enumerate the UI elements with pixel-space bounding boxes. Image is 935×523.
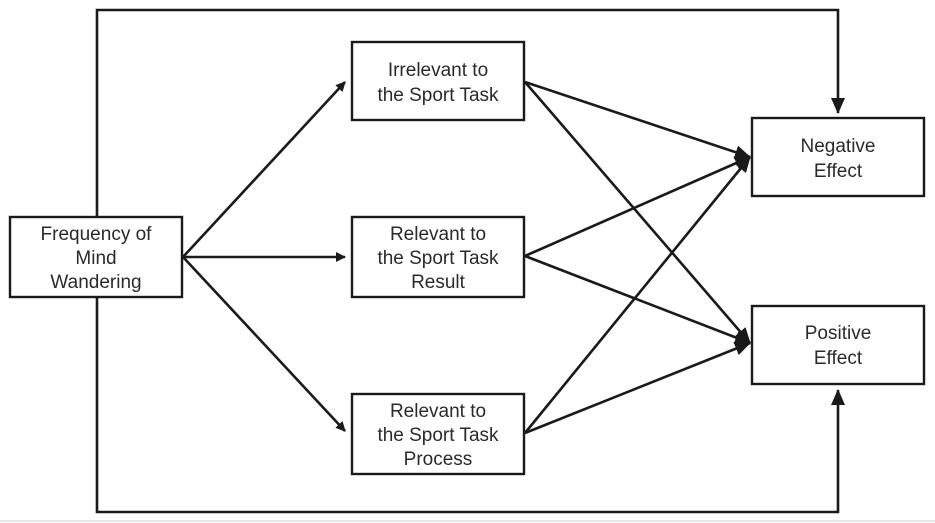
- node-process-line-1: Relevant to: [390, 401, 486, 422]
- node-negative-line-2: Effect: [814, 161, 863, 182]
- edge-irrelevant-to-positive: [524, 81, 751, 344]
- node-irrelevant-line-1: Irrelevant to: [388, 60, 488, 81]
- node-result-line-3: Result: [411, 272, 466, 293]
- nodes-layer: Frequency of Mind Wandering Irrelevant t…: [8, 40, 926, 476]
- node-positive-effect: Positive Effect: [750, 304, 926, 386]
- node-frequency-line-1: Frequency of: [41, 224, 153, 245]
- node-relevant-to-sport-task-result: Relevant to the Sport Task Result: [350, 215, 526, 299]
- node-frequency-of-mind-wandering: Frequency of Mind Wandering: [8, 215, 184, 299]
- node-process-line-2: the Sport Task: [377, 425, 499, 446]
- edges-layer: [95, 8, 845, 514]
- node-irrelevant-to-sport-task: Irrelevant to the Sport Task: [350, 40, 526, 122]
- node-frequency-line-3: Wandering: [50, 272, 141, 293]
- edge-frequency-to-process: [182, 256, 346, 432]
- node-negative-line-1: Negative: [801, 136, 876, 157]
- edge-process-to-positive: [524, 341, 751, 435]
- node-positive-line-2: Effect: [814, 348, 863, 369]
- edge-frequency-to-positive-bottom-route: [95, 297, 845, 514]
- edge-result-to-positive: [524, 254, 751, 345]
- node-process-line-3: Process: [404, 449, 473, 470]
- edge-frequency-to-negative-top-route: [95, 8, 845, 217]
- edge-irrelevant-to-negative: [524, 80, 751, 159]
- node-positive-line-1: Positive: [805, 323, 872, 344]
- node-frequency-line-2: Mind: [75, 248, 116, 269]
- node-negative-effect: Negative Effect: [750, 116, 926, 198]
- edge-frequency-to-irrelevant: [182, 81, 346, 258]
- node-result-line-1: Relevant to: [390, 224, 486, 245]
- edge-result-to-negative: [524, 155, 751, 258]
- node-irrelevant-line-2: the Sport Task: [377, 85, 499, 106]
- node-result-line-2: the Sport Task: [377, 248, 499, 269]
- edge-process-to-negative: [523, 156, 752, 434]
- node-relevant-to-sport-task-process: Relevant to the Sport Task Process: [350, 392, 526, 476]
